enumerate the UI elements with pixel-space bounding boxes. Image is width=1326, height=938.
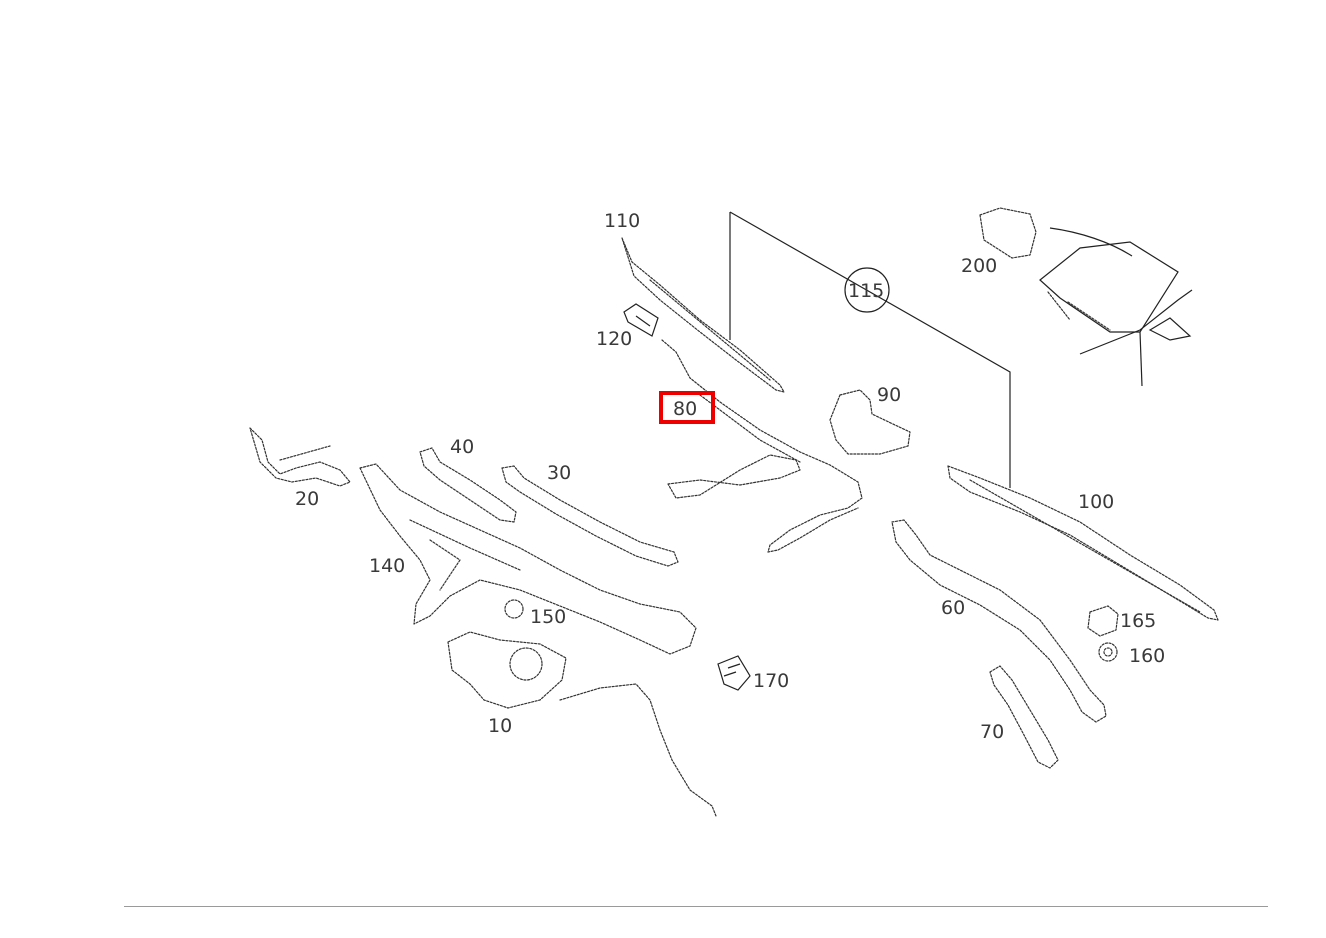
callout-60[interactable]: 60 [941, 597, 965, 619]
callout-115-frame [729, 211, 1011, 488]
callout-90[interactable]: 90 [877, 384, 901, 406]
callout-10-label: 10 [488, 715, 512, 737]
part-200-vehicle-inset [979, 207, 1193, 387]
part-10-motor [447, 631, 717, 817]
part-60-wiper-arm [891, 519, 1107, 723]
callout-160-label: 160 [1129, 645, 1165, 667]
callout-120[interactable]: 120 [596, 328, 632, 350]
callout-20[interactable]: 20 [295, 488, 319, 510]
callout-20-label: 20 [295, 488, 319, 510]
callout-120-label: 120 [596, 328, 632, 350]
callout-90-label: 90 [877, 384, 901, 406]
callout-200-label: 200 [961, 255, 997, 277]
callout-100[interactable]: 100 [1078, 491, 1114, 513]
callout-140[interactable]: 140 [369, 555, 405, 577]
selected-callout-highlight [659, 391, 715, 424]
part-165-cap [1087, 605, 1119, 637]
part-150-nut [504, 599, 524, 619]
callout-60-label: 60 [941, 597, 965, 619]
callout-140-label: 140 [369, 555, 405, 577]
callout-165[interactable]: 165 [1120, 610, 1156, 632]
callout-150[interactable]: 150 [530, 606, 566, 628]
part-110-wiper-blade [621, 237, 785, 393]
part-100-wiper-blade [947, 465, 1219, 621]
callout-80-label: 80 [673, 398, 697, 420]
callout-170[interactable]: 170 [753, 670, 789, 692]
callout-40-label: 40 [450, 436, 474, 458]
callout-160[interactable]: 160 [1129, 645, 1165, 667]
part-30-link-rod [501, 465, 679, 567]
callout-110-label: 110 [604, 210, 640, 232]
callout-40[interactable]: 40 [450, 436, 474, 458]
part-40-link-rod [419, 447, 517, 523]
callout-100-label: 100 [1078, 491, 1114, 513]
callout-70-label: 70 [980, 721, 1004, 743]
callout-70[interactable]: 70 [980, 721, 1004, 743]
part-120-clip [623, 303, 659, 337]
callout-30-label: 30 [547, 462, 571, 484]
part-170-clip [717, 655, 751, 691]
part-70-arm [989, 665, 1059, 769]
footer-divider [124, 906, 1268, 907]
part-20-bracket [249, 427, 351, 487]
callout-80[interactable]: 80 [659, 391, 715, 424]
callout-170-label: 170 [753, 670, 789, 692]
callout-115-label: 115 [848, 280, 884, 302]
callout-165-label: 165 [1120, 610, 1156, 632]
part-80-wiper-arm [661, 339, 863, 553]
part-90-cover [829, 389, 911, 455]
callout-115[interactable]: 115 [848, 280, 884, 302]
callout-110[interactable]: 110 [604, 210, 640, 232]
callout-10[interactable]: 10 [488, 715, 512, 737]
part-160-nut [1098, 642, 1118, 662]
callout-200[interactable]: 200 [961, 255, 997, 277]
part-140-linkage-frame [359, 463, 697, 655]
callout-150-label: 150 [530, 606, 566, 628]
callout-30[interactable]: 30 [547, 462, 571, 484]
